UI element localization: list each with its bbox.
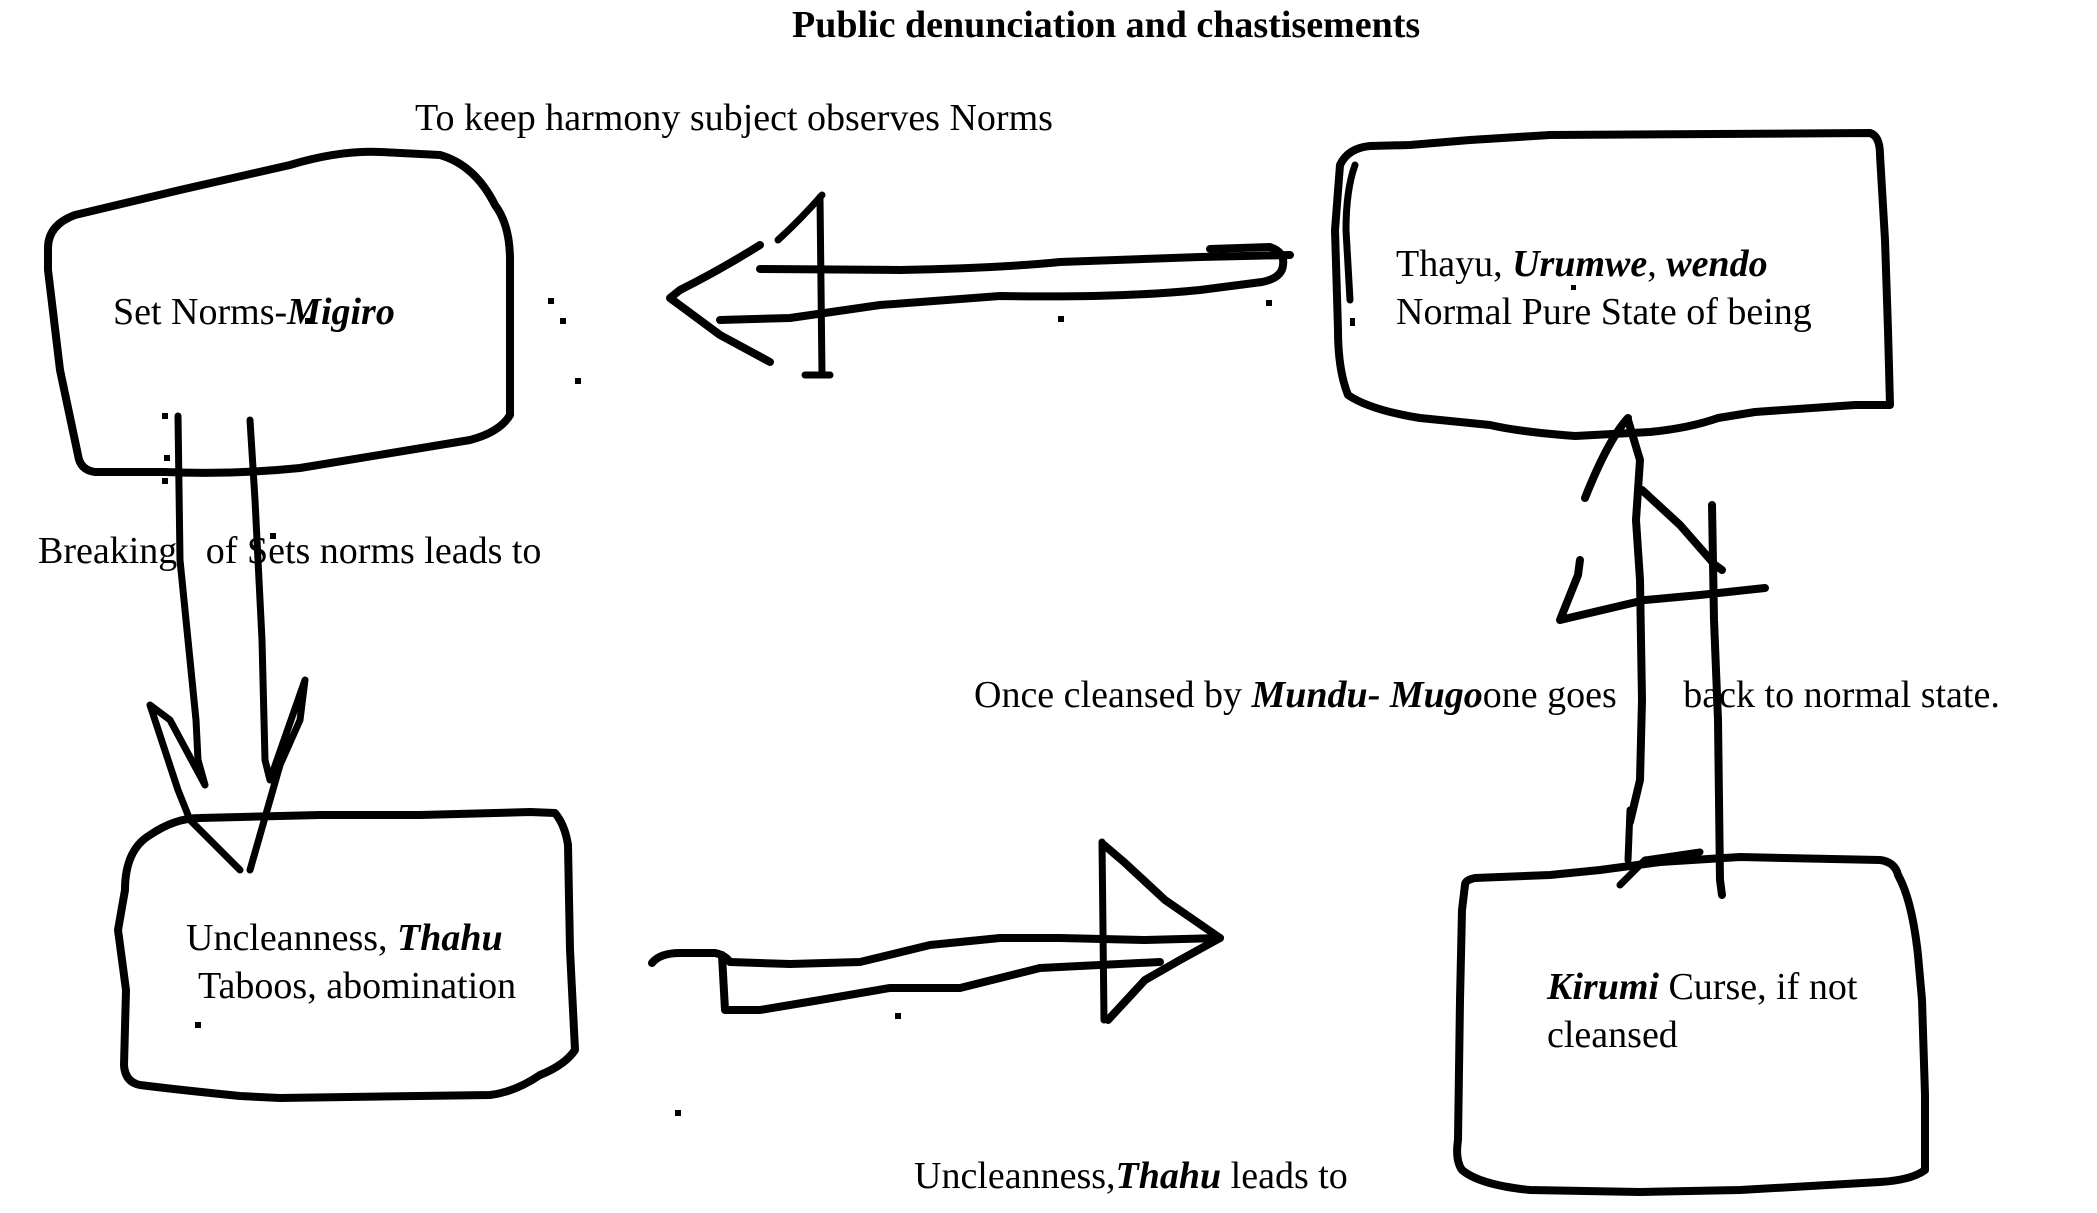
label-right-arrow-prefix: Once cleansed by bbox=[974, 674, 1252, 716]
box-uncleanness-line1: Uncleanness, Thahu bbox=[186, 914, 516, 962]
arrow-right-bottom-head bbox=[1100, 841, 1224, 1024]
arrow-down-left-stroke-a bbox=[146, 412, 244, 874]
box-kirumi-line1: Kirumi Curse, if not bbox=[1547, 963, 1857, 1011]
box-normal-state-urumwe: Urumwe bbox=[1512, 243, 1648, 285]
box-kirumi-line2: cleansed bbox=[1547, 1014, 1678, 1056]
box-uncleanness: Uncleanness, Thahu Taboos, abomination bbox=[186, 914, 516, 1010]
box-set-norms-prefix: Set Norms- bbox=[113, 291, 288, 333]
arrow-left-top-shaft bbox=[756, 251, 1294, 274]
label-left-arrow: Breaking of Sets norms leads to bbox=[38, 530, 542, 572]
label-right-arrow-emphasis: Mundu- Mugo bbox=[1251, 674, 1483, 716]
box-kirumi-outline bbox=[1453, 853, 1929, 1196]
box-normal-state-separator: , bbox=[1647, 243, 1667, 285]
label-bottom-arrow: Uncleanness,Thahu leads to bbox=[895, 1106, 1348, 1200]
box-normal-state-thayu: Thayu, bbox=[1396, 243, 1513, 285]
arrow-up-right-stroke-b bbox=[1708, 501, 1726, 899]
box-set-norms-outline bbox=[44, 147, 514, 477]
box-normal-state-wendo: wendo bbox=[1666, 243, 1768, 285]
box-set-norms-emphasis: Migiro bbox=[287, 291, 395, 333]
arrow-down-left-stroke-b bbox=[246, 416, 309, 874]
box-normal-state-line2: Normal Pure State of being bbox=[1396, 291, 1812, 333]
box-normal-state: Thayu, Urumwe, wendo Normal Pure State o… bbox=[1396, 240, 1812, 336]
arrow-up-right-head bbox=[1556, 414, 1769, 624]
label-bottom-arrow-suffix: leads to bbox=[1221, 1155, 1348, 1197]
artifact-specks bbox=[162, 285, 1576, 1116]
box-uncleanness-outline bbox=[114, 808, 579, 1102]
label-right-arrow: Once cleansed by Mundu- Mugoone goes bac… bbox=[955, 625, 2000, 719]
arrow-up-right-base bbox=[1616, 806, 1704, 889]
diagram-title: Public denunciation and chastisements bbox=[792, 4, 1421, 46]
label-bottom-arrow-emphasis: Thahu bbox=[1115, 1155, 1222, 1197]
arrow-left-top-shaft-return bbox=[716, 243, 1288, 324]
box-kirumi: Kirumi Curse, if not cleansed bbox=[1547, 963, 1857, 1059]
box-uncleanness-line2: Taboos, abomination bbox=[198, 965, 517, 1007]
label-right-arrow-suffix: one goes back to normal state. bbox=[1482, 674, 2000, 716]
arrow-left-top-crossbar bbox=[774, 191, 834, 379]
arrow-right-bottom-crossbar bbox=[1098, 838, 1108, 1024]
arrow-up-right-head-b bbox=[1638, 486, 1726, 574]
box-kirumi-emphasis: Kirumi bbox=[1547, 966, 1659, 1008]
box-set-norms: Set Norms-Migiro bbox=[113, 288, 395, 336]
arrow-up-right-stroke-a bbox=[1624, 416, 1646, 826]
box-uncleanness-thahu: Thahu bbox=[397, 917, 503, 959]
box-kirumi-suffix: Curse, if not bbox=[1658, 966, 1858, 1008]
label-top-arrow: To keep harmony subject observes Norms bbox=[415, 97, 1053, 139]
box-normal-state-inner-stroke bbox=[1342, 161, 1359, 304]
box-normal-state-outline bbox=[1331, 129, 1894, 440]
arrow-right-bottom-shaft-lower bbox=[718, 951, 1164, 1014]
label-bottom-arrow-prefix: Uncleanness, bbox=[914, 1155, 1116, 1197]
box-uncleanness-prefix: Uncleanness, bbox=[186, 917, 398, 959]
arrow-left-top-head bbox=[666, 241, 774, 366]
box-normal-state-line1: Thayu, Urumwe, wendo bbox=[1396, 240, 1812, 288]
